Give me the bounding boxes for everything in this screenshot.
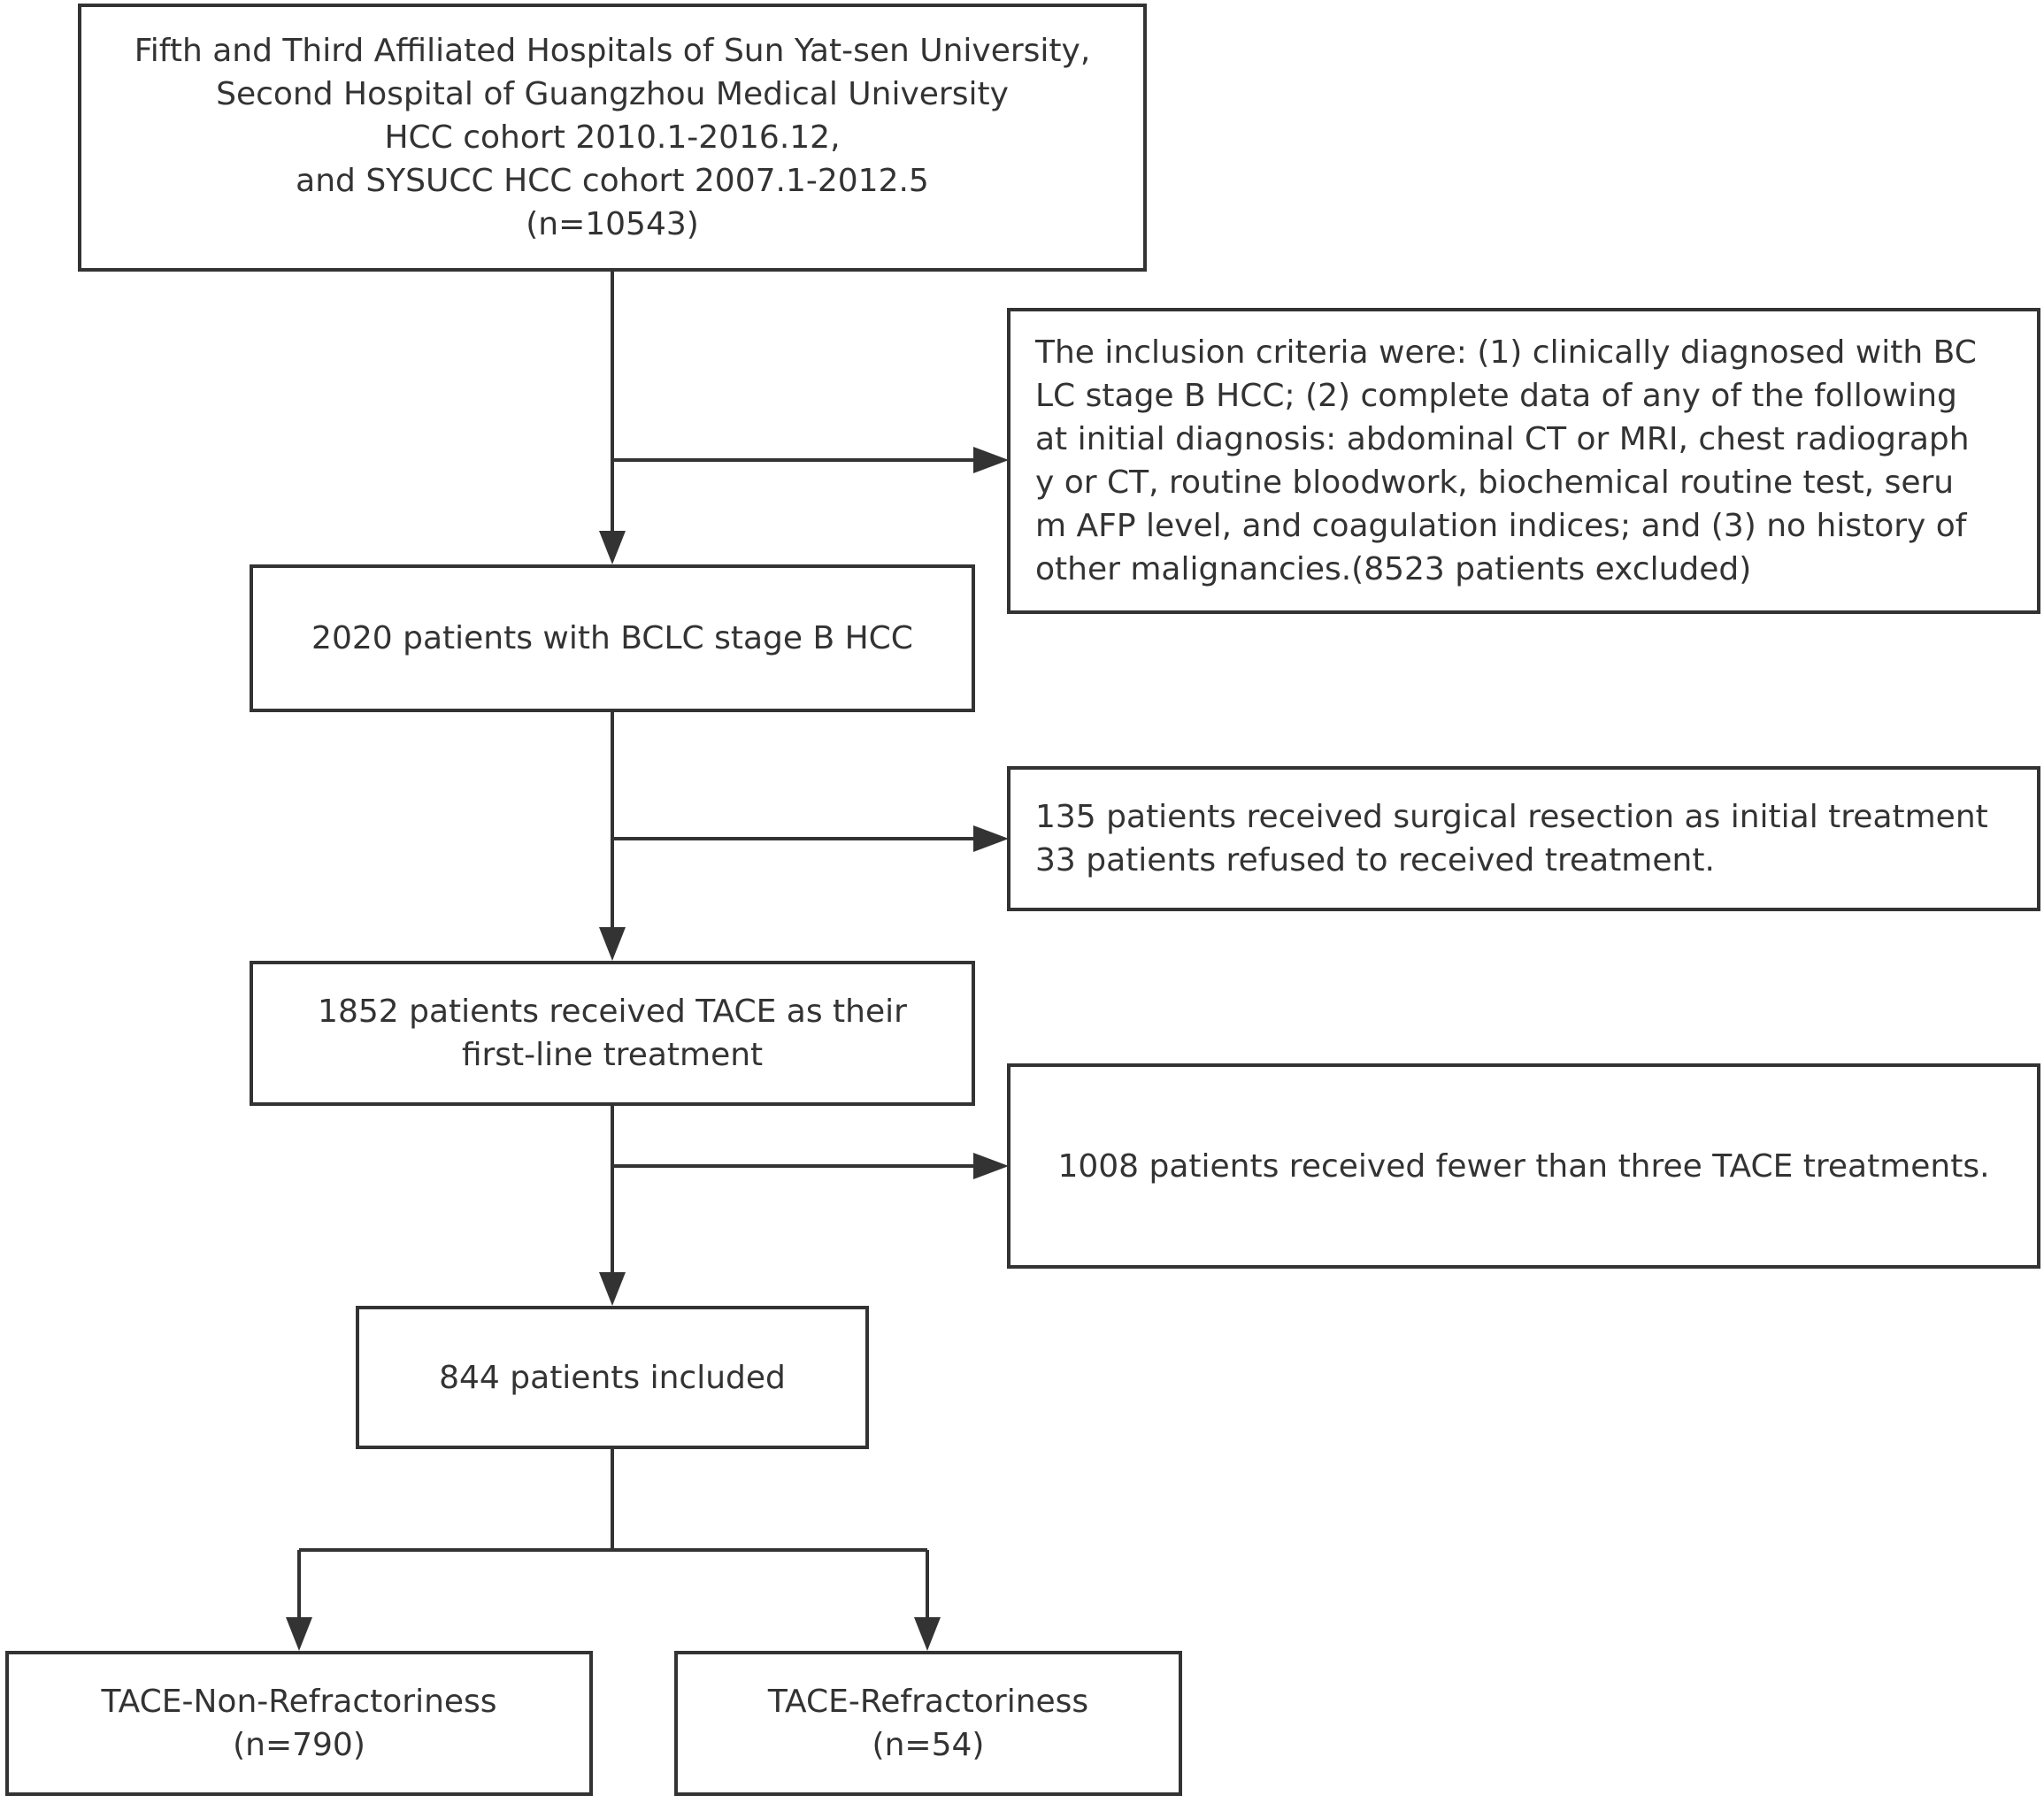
- arrowhead-exclusion-1: [973, 447, 1009, 473]
- node-text-line: y or CT, routine bloodwork, biochemical …: [1035, 464, 1955, 501]
- node-text-line: LC stage B HCC; (2) complete data of any…: [1035, 378, 1957, 414]
- node-text-line: Fifth and Third Affiliated Hospitals of …: [134, 33, 1091, 69]
- node-text-line: 844 patients included: [439, 1359, 786, 1396]
- node-text-line: first-line treatment: [461, 1037, 764, 1073]
- node-text-line: (n=54): [872, 1727, 985, 1763]
- node-text-line: (n=10543): [526, 206, 699, 242]
- node-text-line: and SYSUCC HCC cohort 2007.1-2012.5: [296, 163, 929, 199]
- arrowhead-refractory: [914, 1617, 941, 1651]
- node-patients-included: 844 patients included: [356, 1306, 869, 1449]
- node-exclusion-criteria: The inclusion criteria were: (1) clinica…: [1007, 308, 2040, 614]
- node-text-line: 33 patients refused to received treatmen…: [1035, 842, 1715, 878]
- node-text-line: Second Hospital of Guangzhou Medical Uni…: [216, 76, 1009, 112]
- node-text-line: TACE-Refractoriness: [767, 1684, 1089, 1720]
- node-text-line: 1852 patients received TACE as their: [318, 994, 907, 1030]
- node-text-line: HCC cohort 2010.1-2016.12,: [384, 119, 841, 156]
- node-source-cohort: Fifth and Third Affiliated Hospitals of …: [78, 4, 1147, 272]
- node-text-line: 135 patients received surgical resection…: [1035, 799, 1988, 835]
- node-text-line: m AFP level, and coagulation indices; an…: [1035, 508, 1967, 544]
- node-exclusion-fewer-tace: 1008 patients received fewer than three …: [1007, 1063, 2040, 1269]
- arrowhead-exclusion-2: [973, 825, 1009, 852]
- arrowhead-bclc-b: [599, 531, 626, 564]
- arrowhead-tace: [599, 927, 626, 961]
- node-text-line: at initial diagnosis: abdominal CT or MR…: [1035, 421, 1970, 457]
- arrowhead-included: [599, 1272, 626, 1306]
- node-text-line: other malignancies.(8523 patients exclud…: [1035, 551, 1752, 587]
- node-text-line: 1008 patients received fewer than three …: [1057, 1147, 1990, 1185]
- node-text-line: 2020 patients with BCLC stage B HCC: [311, 620, 913, 656]
- node-text-line: The inclusion criteria were: (1) clinica…: [1035, 334, 1977, 371]
- node-text-line: (n=790): [233, 1727, 365, 1763]
- node-exclusion-resection: 135 patients received surgical resection…: [1007, 766, 2040, 911]
- node-tace-first-line: 1852 patients received TACE as their fir…: [250, 961, 975, 1106]
- node-tace-refractoriness: TACE-Refractoriness (n=54): [674, 1651, 1182, 1796]
- node-text-line: TACE-Non-Refractoriness: [101, 1684, 497, 1720]
- node-bclc-stage-b: 2020 patients with BCLC stage B HCC: [250, 564, 975, 712]
- arrowhead-non-refractory: [286, 1617, 312, 1651]
- node-tace-non-refractoriness: TACE-Non-Refractoriness (n=790): [5, 1651, 593, 1796]
- arrowhead-exclusion-3: [973, 1153, 1009, 1179]
